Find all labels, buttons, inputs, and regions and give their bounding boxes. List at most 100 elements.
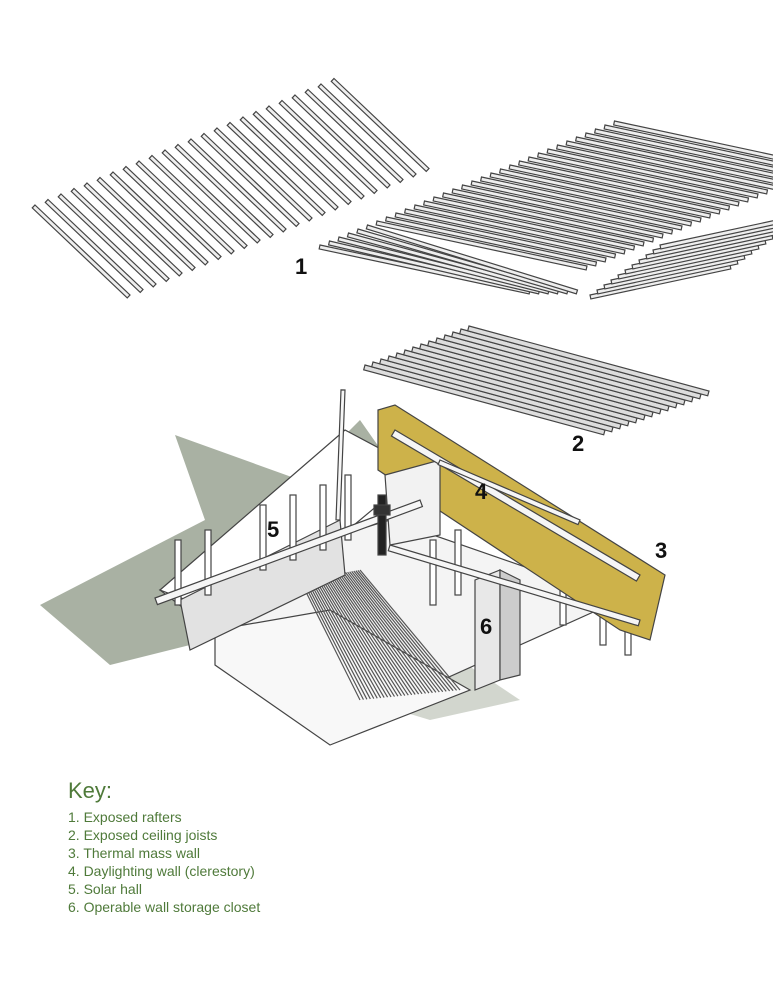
deck-board <box>334 573 420 695</box>
rafter <box>148 154 248 250</box>
rafter <box>365 224 579 295</box>
rafter <box>330 77 430 173</box>
exploded-axonometric-diagram <box>31 77 773 746</box>
deck-board <box>301 579 364 700</box>
rafter <box>83 182 183 277</box>
deck-boards <box>299 569 461 701</box>
solar-hall-glazing <box>179 519 346 651</box>
stove-pipe <box>373 494 391 556</box>
rafter <box>161 149 261 244</box>
deck-board <box>326 575 406 696</box>
callout-6: 6 <box>480 614 493 639</box>
deck-board <box>345 572 437 693</box>
rafter <box>304 88 404 184</box>
rafter <box>451 188 664 239</box>
deck-board <box>357 569 458 691</box>
key-item-5: 5. Solar hall <box>68 881 142 897</box>
deck-board <box>342 572 433 694</box>
rafter <box>375 220 588 271</box>
key-item-2: 2. Exposed ceiling joists <box>68 827 218 843</box>
rafter <box>536 152 750 203</box>
callout-2: 2 <box>572 431 585 456</box>
key-title: Key: <box>68 778 113 803</box>
deck-board <box>353 570 451 692</box>
rafter <box>394 212 607 263</box>
roof-beam <box>154 499 424 606</box>
deck-board <box>299 579 361 701</box>
rafter <box>213 127 313 222</box>
deck-board <box>307 578 375 699</box>
mast <box>335 389 346 521</box>
rafter <box>508 164 721 215</box>
deck-board <box>338 573 427 694</box>
post <box>429 539 437 606</box>
deck-board <box>316 576 389 698</box>
post <box>344 474 352 541</box>
rafter <box>612 120 773 160</box>
rafter <box>317 83 417 178</box>
deck-board <box>355 570 454 692</box>
rafter <box>187 138 287 233</box>
rafter <box>31 204 131 299</box>
deck-board <box>313 577 385 698</box>
deck-board <box>305 578 371 700</box>
deck-board <box>351 571 447 692</box>
rafter <box>226 121 326 217</box>
post <box>259 504 267 571</box>
rafter <box>555 144 769 195</box>
key-item-6: 6. Operable wall storage closet <box>68 899 261 915</box>
deck-board <box>322 575 399 697</box>
deck-board <box>320 576 395 697</box>
rafter <box>57 193 157 288</box>
deck-board <box>324 575 402 697</box>
post <box>204 529 212 596</box>
rafter <box>291 94 391 189</box>
rafter <box>278 99 378 195</box>
ramp-floor <box>214 609 472 746</box>
deck-board <box>311 577 382 699</box>
rafter <box>403 208 617 259</box>
callout-1: 1 <box>295 254 308 279</box>
rafter <box>489 172 702 223</box>
rafter <box>498 168 712 219</box>
deck-board <box>347 571 440 693</box>
rafter <box>527 156 740 207</box>
rafter <box>584 132 773 178</box>
deck-board <box>349 571 444 693</box>
rafter <box>96 176 196 272</box>
deck-board <box>330 574 413 696</box>
rafter <box>174 143 274 239</box>
rafter <box>460 184 674 235</box>
post <box>174 539 182 606</box>
deck-board <box>332 574 416 695</box>
deck-board <box>340 572 430 694</box>
rafter <box>574 136 773 184</box>
callout-5: 5 <box>267 517 280 542</box>
callout-4: 4 <box>475 479 488 504</box>
deck-board <box>359 569 461 691</box>
rafter <box>122 165 222 261</box>
rafter <box>479 176 693 227</box>
exposed-ceiling-joists-group <box>362 325 710 436</box>
rafter <box>565 140 773 190</box>
building-structure <box>154 389 666 746</box>
rafter <box>593 128 773 172</box>
key-legend: Key: 1. Exposed rafters 2. Exposed ceili… <box>68 778 260 916</box>
rafter <box>135 160 235 255</box>
rafter <box>109 171 209 266</box>
rafter <box>384 216 598 267</box>
post <box>454 529 462 596</box>
rafter <box>432 196 645 247</box>
callout-3: 3 <box>655 538 668 563</box>
rafter <box>603 124 773 166</box>
ceiling-joist <box>466 325 710 397</box>
deck-board <box>318 576 392 698</box>
roof-beam <box>437 459 581 526</box>
rafter <box>546 148 759 199</box>
rafter <box>265 105 365 200</box>
post <box>289 494 297 561</box>
rafter <box>441 192 655 243</box>
deck-board <box>303 579 368 700</box>
post <box>319 484 327 551</box>
key-item-3: 3. Thermal mass wall <box>68 845 201 861</box>
